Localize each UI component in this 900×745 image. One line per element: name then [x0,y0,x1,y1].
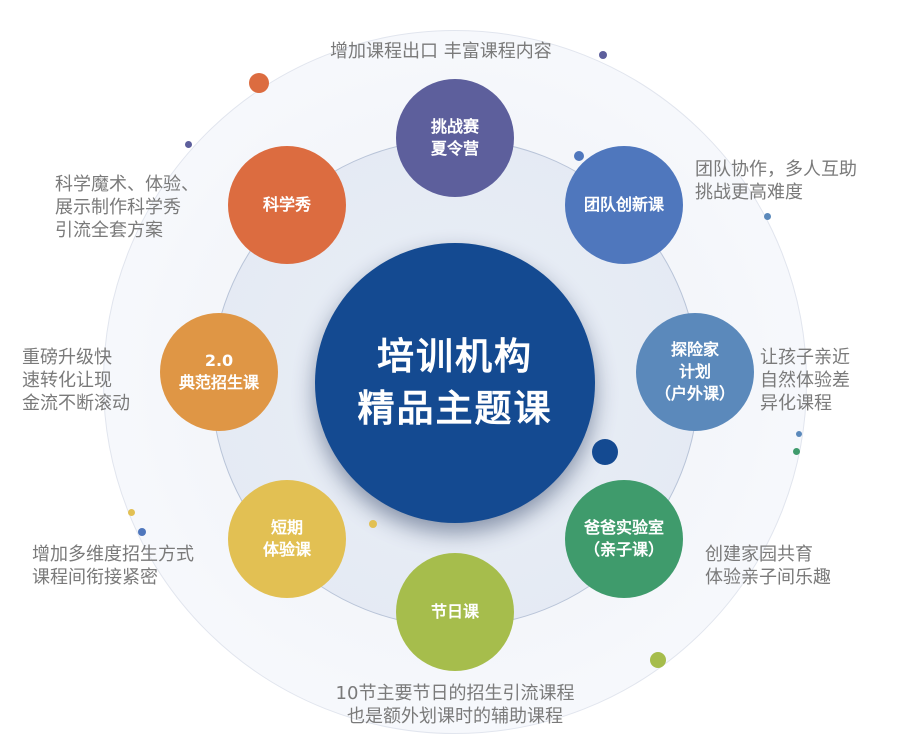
node-label: 典范招生课 [178,373,259,392]
desc-line: 增加多维度招生方式 [32,544,194,565]
desc-line: 金流不断滚动 [22,393,130,414]
node-label: 计划 [678,362,711,381]
dot-green-right [793,448,800,455]
node-short-trial[interactable]: 短期 体验课 [228,480,346,598]
desc-challenge: 增加课程出口 丰富课程内容 [330,40,552,63]
node-team-innovation[interactable]: 团队创新课 [565,146,683,264]
desc-line: 也是额外划课时的辅助课程 [347,706,563,727]
dot-yellow-left [128,509,135,516]
desc-line: 科学魔术、体验、 [55,174,199,195]
dot-blue-left [138,528,146,536]
node-challenge-camp[interactable]: 挑战赛 夏令营 [396,79,514,197]
desc-line: 异化课程 [760,393,832,414]
node-holiday[interactable]: 节日课 [396,553,514,671]
desc-line: 重磅升级快 [22,347,112,368]
dot-purple-small [185,141,192,148]
desc-dad-lab: 创建家园共育 体验亲子间乐趣 [705,543,831,589]
dot-purple-top [599,51,607,59]
dot-navy-big [592,439,618,465]
center-hub: 培训机构 精品主题课 [315,243,595,523]
center-title-line1: 培训机构 [377,335,533,378]
desc-line: 挑战更高难度 [695,182,803,203]
node-label: 团队创新课 [583,195,664,214]
node-label: （亲子课） [583,540,664,559]
node-label: 挑战赛 [430,117,479,136]
desc-short-trial: 增加多维度招生方式 课程间衔接紧密 [32,543,194,589]
node-label: 夏令营 [430,139,479,158]
desc-line: 自然体验差 [760,370,850,391]
node-label: 2.0 [204,351,234,370]
node-enrollment[interactable]: 2.0 典范招生课 [160,313,278,431]
desc-line: 引流全套方案 [55,220,163,241]
desc-line: 10节主要节日的招生引流课程 [335,683,575,704]
dot-lime [650,652,666,668]
node-explorer-plan[interactable]: 探险家 计划 （户外课） [636,313,754,431]
dot-yellow-mid [369,520,377,528]
desc-line: 创建家园共育 [705,544,813,565]
dot-orange [249,73,269,93]
dot-blue-right2 [796,431,802,437]
dot-blue-team [574,151,584,161]
dot-blue-right [764,213,771,220]
node-label: 节日课 [430,602,479,621]
center-title-line2: 精品主题课 [357,387,553,430]
desc-explorer: 让孩子亲近 自然体验差 异化课程 [760,346,850,415]
node-label: 体验课 [262,540,311,559]
node-dad-lab[interactable]: 爸爸实验室 （亲子课） [565,480,683,598]
desc-holiday: 10节主要节日的招生引流课程 也是额外划课时的辅助课程 [310,682,600,728]
desc-line: 体验亲子间乐趣 [705,567,831,588]
desc-line: 增加课程出口 丰富课程内容 [330,41,552,62]
desc-line: 速转化让现 [22,370,112,391]
desc-line: 课程间衔接紧密 [32,567,158,588]
desc-science-show: 科学魔术、体验、 展示制作科学秀 引流全套方案 [55,173,199,242]
desc-team: 团队协作，多人互助 挑战更高难度 [695,158,857,204]
desc-line: 团队协作，多人互助 [695,159,857,180]
desc-enrollment: 重磅升级快 速转化让现 金流不断滚动 [22,346,130,415]
node-label: （户外课） [654,384,735,403]
desc-line: 让孩子亲近 [760,347,850,368]
node-label: 科学秀 [262,195,311,214]
node-science-show[interactable]: 科学秀 [228,146,346,264]
node-label: 探险家 [670,340,719,359]
node-label: 爸爸实验室 [583,518,664,537]
node-label: 短期 [270,518,303,537]
desc-line: 展示制作科学秀 [55,197,181,218]
